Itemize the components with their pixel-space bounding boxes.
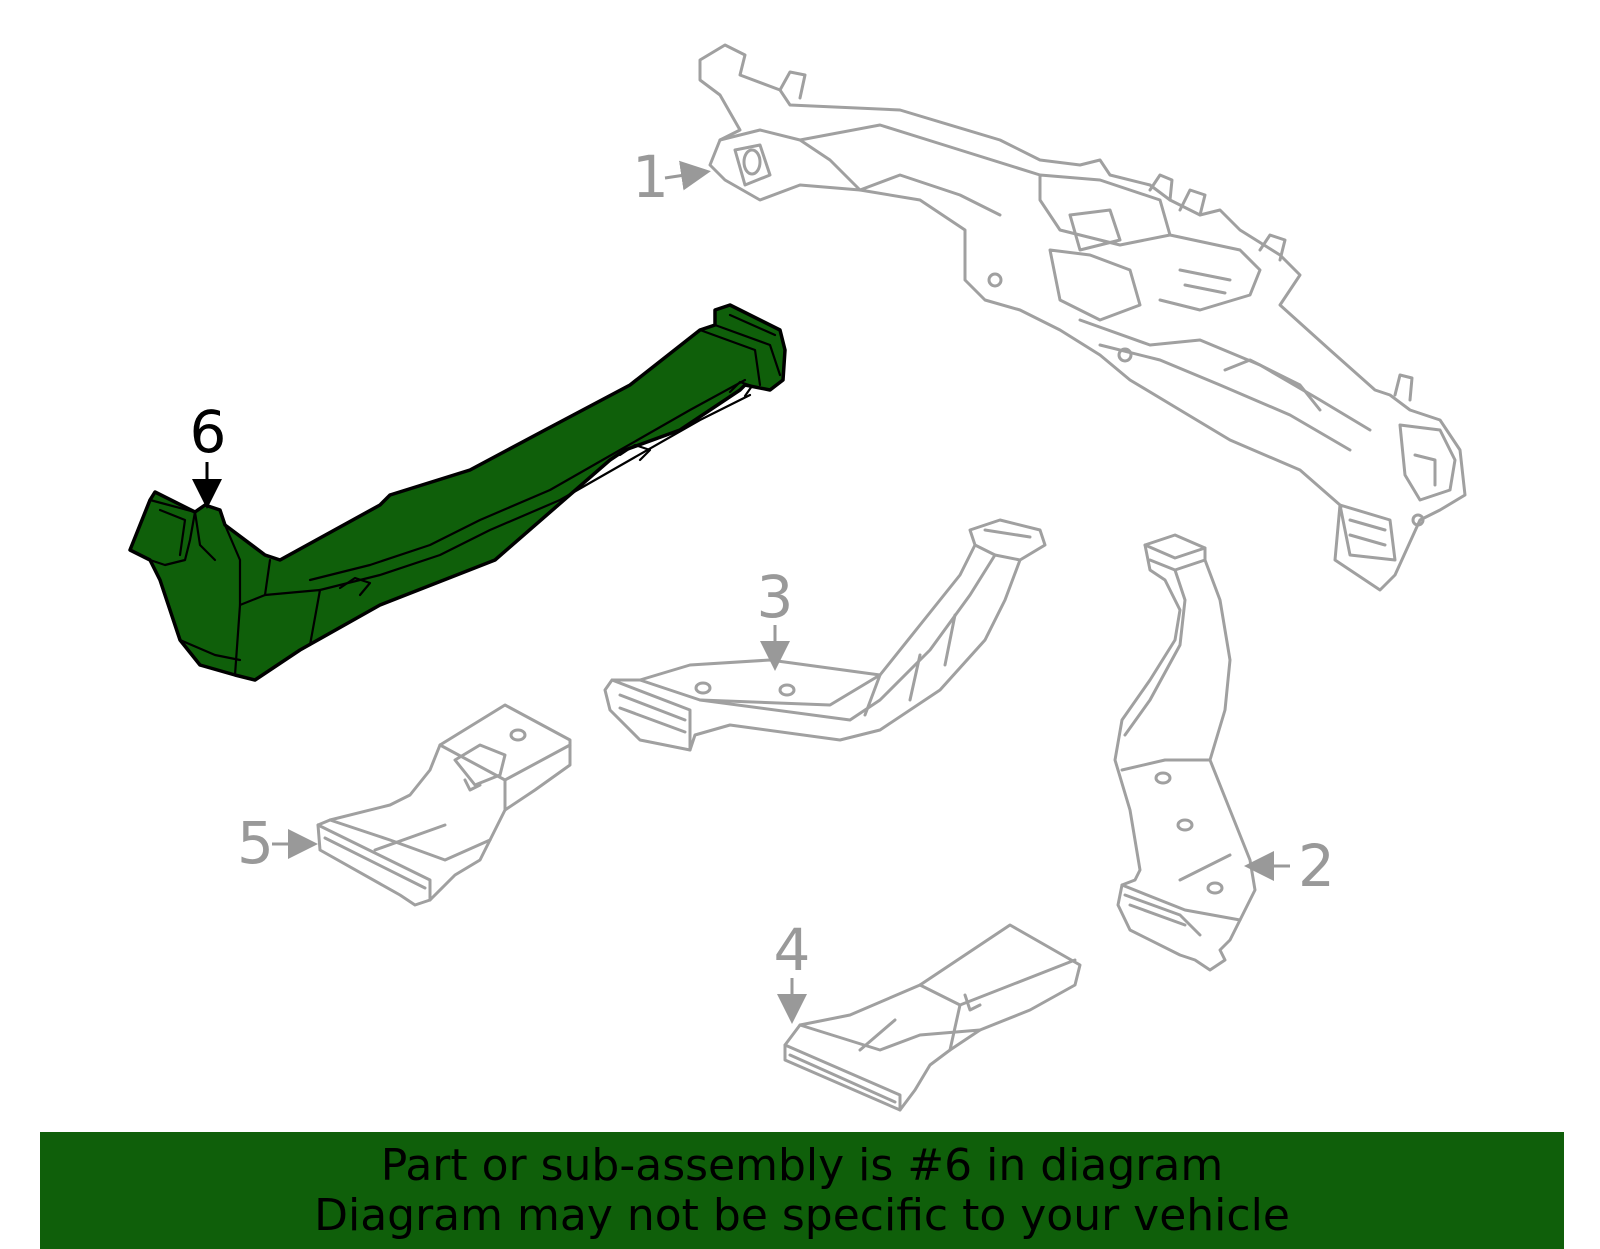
part-3-duct bbox=[603, 518, 1047, 752]
info-banner: Part or sub-assembly is #6 in diagram Di… bbox=[40, 1132, 1564, 1249]
callout-5: 5 bbox=[237, 809, 274, 877]
callout-1: 1 bbox=[632, 143, 669, 211]
part-6-duct-highlighted bbox=[128, 303, 787, 682]
part-4-duct bbox=[783, 923, 1082, 1112]
callout-3: 3 bbox=[757, 563, 794, 631]
banner-line-2: Diagram may not be specific to your vehi… bbox=[314, 1189, 1290, 1241]
parts-diagram: 1 2 3 4 5 6 bbox=[128, 43, 1467, 1112]
part-5-duct bbox=[316, 703, 572, 907]
part-2-duct bbox=[1113, 533, 1257, 972]
callout-6: 6 bbox=[190, 398, 227, 466]
part-1-main-duct bbox=[698, 43, 1467, 592]
banner-line-1: Part or sub-assembly is #6 in diagram bbox=[380, 1139, 1224, 1191]
callout-leaders bbox=[192, 160, 1290, 1024]
callout-4: 4 bbox=[774, 916, 811, 984]
callout-2: 2 bbox=[1298, 832, 1335, 900]
